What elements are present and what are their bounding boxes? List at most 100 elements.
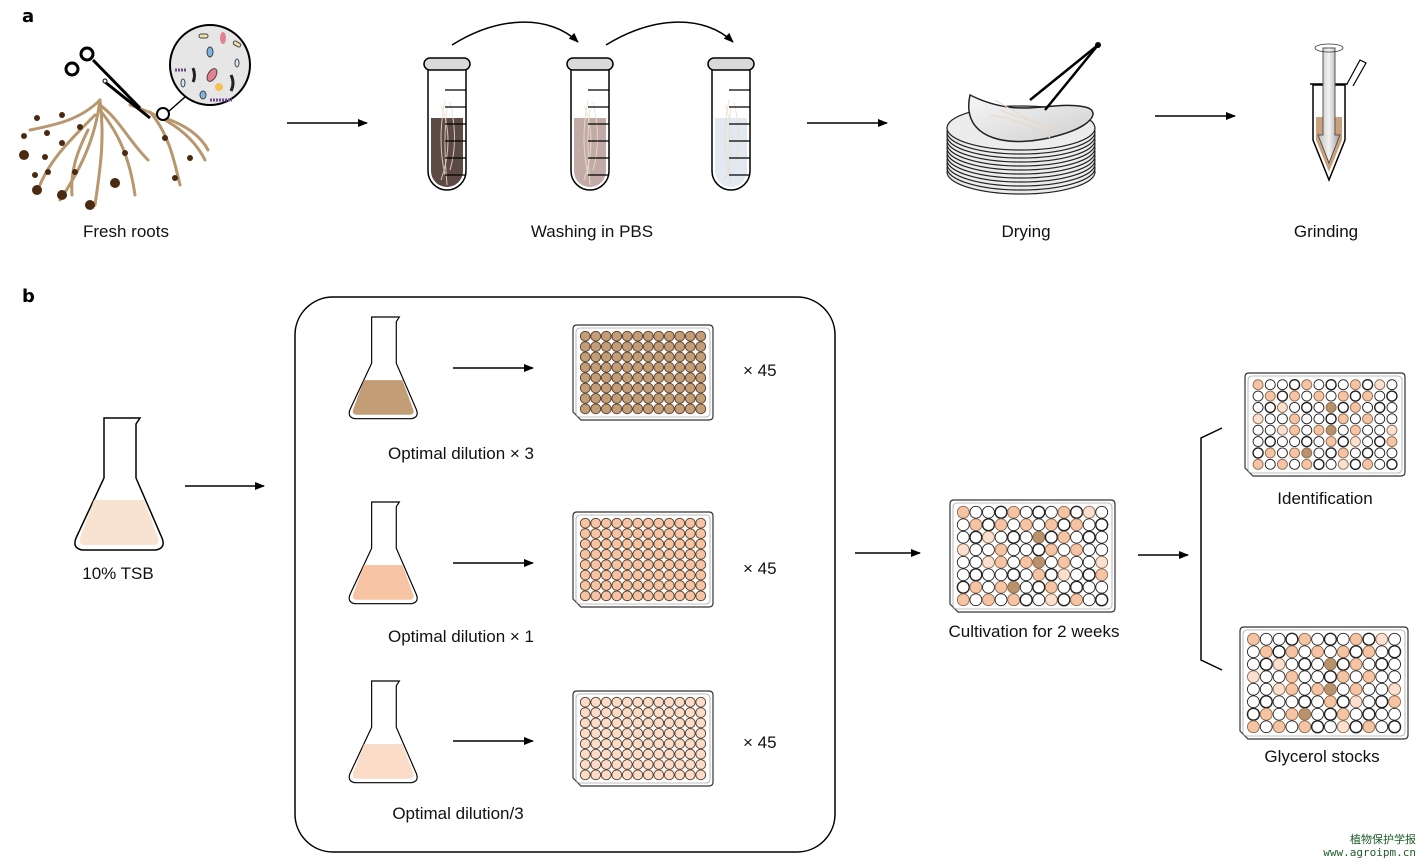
plate-well — [1082, 543, 1096, 557]
plate-well — [1247, 695, 1260, 709]
plate-well — [684, 769, 696, 781]
flask-liquid — [352, 380, 414, 415]
plate-well — [621, 361, 633, 373]
plate-well — [1337, 424, 1349, 436]
plate-well — [994, 543, 1008, 557]
plate-well — [1252, 379, 1264, 391]
plate-well — [1007, 543, 1021, 557]
plate-well — [1301, 447, 1313, 459]
plate-well — [1082, 505, 1096, 519]
plate-well — [1325, 447, 1337, 459]
plate-inner-frame — [1242, 629, 1406, 737]
plate-well — [663, 548, 675, 560]
plate-well — [982, 530, 995, 544]
plate-well — [956, 505, 970, 519]
plate-well — [663, 738, 675, 750]
plate-well — [1374, 447, 1386, 459]
plate-well — [674, 341, 686, 352]
plate-well — [663, 393, 675, 404]
plate-well — [1082, 555, 1096, 569]
plate-well — [1388, 632, 1401, 646]
plate-well — [1006, 530, 1021, 544]
plate-well — [1362, 720, 1376, 734]
tweezers-icon — [1029, 42, 1101, 111]
plate-well — [663, 372, 675, 384]
erlenmeyer-flask-icon — [348, 680, 418, 784]
pestle-icon — [1317, 47, 1341, 165]
plate-well — [600, 517, 612, 529]
plate-well — [1288, 378, 1301, 391]
plate-well — [1264, 424, 1276, 436]
plate-well — [611, 759, 623, 770]
plate-well — [1285, 645, 1299, 659]
plate-well — [1276, 458, 1288, 470]
plate-well — [621, 707, 633, 718]
plate-well — [600, 696, 612, 708]
plate-well — [674, 538, 686, 550]
plate-inner-frame — [1247, 375, 1403, 474]
plate-well — [663, 403, 675, 415]
plate-well — [684, 517, 696, 529]
plate-well — [1057, 568, 1071, 582]
plate-well — [1019, 555, 1033, 569]
plate-well — [1032, 593, 1046, 607]
plate-well — [1285, 695, 1299, 709]
plate-well — [632, 351, 644, 363]
tube-lid — [1346, 59, 1367, 87]
plate-well — [1313, 424, 1325, 436]
plate-well — [642, 351, 654, 363]
cultivation-label: Cultivation for 2 weeks — [948, 622, 1119, 641]
plate-well — [653, 393, 665, 404]
plate-well — [663, 590, 675, 602]
plate-well — [969, 543, 983, 557]
plate-well — [632, 707, 644, 718]
plate-well — [642, 590, 654, 602]
plate-well — [600, 748, 612, 760]
erlenmeyer-flask-icon — [348, 316, 418, 420]
plate-well — [695, 707, 707, 718]
plate-well — [1386, 390, 1398, 402]
plate-well — [674, 569, 686, 581]
plate-well — [632, 393, 644, 404]
dilution-row-div3 — [348, 680, 714, 787]
plate-well — [600, 538, 612, 550]
plate-well — [579, 696, 591, 708]
plate-well — [642, 372, 654, 384]
plate-well — [1007, 505, 1021, 519]
plate-well — [1375, 682, 1389, 696]
plate-well — [1301, 401, 1313, 414]
plate-well — [632, 330, 644, 342]
plate-well — [1007, 580, 1021, 594]
plate-well — [621, 559, 633, 571]
plate-well — [1276, 413, 1288, 425]
plate-well — [1082, 580, 1096, 594]
plate-well — [684, 548, 696, 560]
plate-well — [1349, 458, 1362, 471]
plate-well — [590, 341, 602, 352]
dilution-row-x3 — [348, 316, 714, 421]
plate-well — [1349, 632, 1363, 646]
plate-well — [590, 382, 602, 394]
plate-well — [684, 393, 696, 404]
plate-well — [1095, 593, 1109, 607]
well-plate-96 — [572, 690, 714, 787]
output-label-glycerol-stocks: Glycerol stocks — [1264, 747, 1379, 766]
plate-well — [621, 569, 633, 581]
plate-well — [1264, 413, 1276, 425]
plate-well — [642, 769, 654, 781]
plate-well — [994, 518, 1008, 532]
plate-well — [590, 590, 602, 602]
plate-well — [653, 548, 665, 560]
plate-well — [642, 548, 654, 560]
plate-well — [621, 330, 633, 342]
plate-well — [579, 769, 591, 781]
plate-well — [1337, 413, 1349, 425]
plate-well — [642, 341, 654, 352]
well-plate-96 — [1239, 626, 1409, 740]
plate-well — [684, 372, 696, 384]
plate-well — [600, 341, 612, 352]
plate-well — [695, 538, 707, 550]
plate-well — [1007, 555, 1021, 569]
scissors-icon — [64, 46, 151, 120]
plate-well — [1324, 695, 1337, 709]
